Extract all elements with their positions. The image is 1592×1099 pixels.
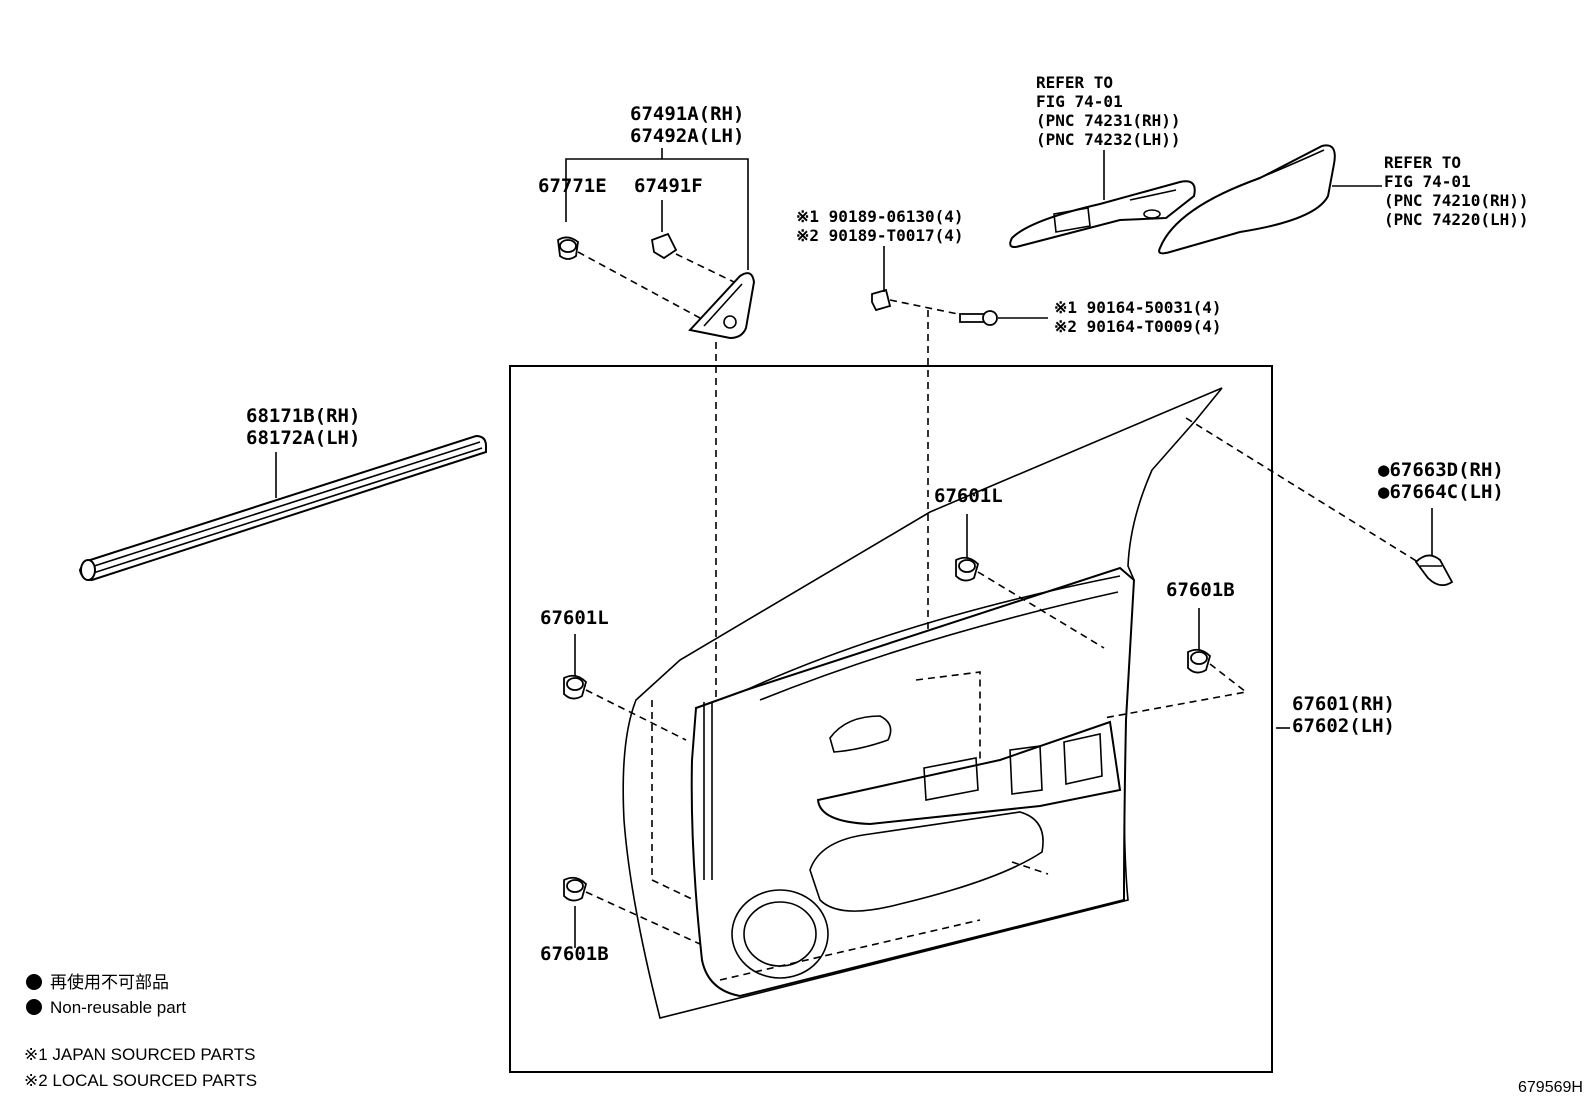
label-armrest-ref-1: REFER TO bbox=[1384, 153, 1461, 172]
label-switch-ref-3: (PNC 74231(RH)) bbox=[1036, 111, 1181, 130]
corner-cover-nonreusable[interactable] bbox=[1414, 554, 1454, 587]
label-armrest-ref-2: FIG 74-01 bbox=[1384, 172, 1471, 191]
clip-upper-center-path bbox=[977, 571, 1105, 649]
legend-local-sourced: ※2 LOCAL SOURCED PARTS bbox=[24, 1071, 257, 1090]
label-clip-lower-left: 67601B bbox=[540, 943, 609, 965]
door-trim-assembly-frame bbox=[509, 365, 1273, 1073]
front-door-trim-board[interactable] bbox=[622, 387, 1223, 1019]
screw[interactable] bbox=[959, 310, 998, 326]
legend-japan-sourced: ※1 JAPAN SOURCED PARTS bbox=[24, 1045, 256, 1064]
label-trim-board-lh: 67602(LH) bbox=[1292, 715, 1395, 737]
legend-nonreusable-dot-jp bbox=[26, 974, 42, 990]
label-clip-upper-left: 67601L bbox=[540, 607, 609, 629]
label-screw-1: ※1 90164-50031(4) bbox=[1054, 298, 1222, 317]
garnish-bracket-leader bbox=[565, 158, 749, 270]
door-upper-garnish[interactable] bbox=[688, 272, 756, 340]
trim-inner-hint-1 bbox=[651, 700, 695, 901]
label-garnish-clip: 67771E bbox=[538, 175, 607, 197]
label-upper-garnish-rh: 67491A(RH) bbox=[630, 103, 744, 125]
figure-code: 679569H bbox=[1518, 1079, 1583, 1096]
nut-to-screw-path bbox=[889, 299, 959, 315]
door-belt-weatherstrip[interactable] bbox=[78, 434, 487, 582]
clip-lower-left[interactable] bbox=[563, 876, 588, 902]
clip-right[interactable] bbox=[1187, 648, 1212, 674]
legend-nonreusable-en: Non-reusable part bbox=[50, 998, 186, 1017]
clip-lower-left-path bbox=[585, 891, 701, 945]
label-upper-garnish-lh: 67492A(LH) bbox=[630, 125, 744, 147]
garnish-clip-path bbox=[577, 251, 701, 319]
label-trim-board-rh: 67601(RH) bbox=[1292, 693, 1395, 715]
label-switch-ref-4: (PNC 74232(LH)) bbox=[1036, 130, 1181, 149]
label-clip-upper-center: 67601L bbox=[934, 485, 1003, 507]
screw-nut[interactable] bbox=[871, 288, 892, 312]
clip-upper-center[interactable] bbox=[955, 556, 980, 582]
armrest-base[interactable] bbox=[1158, 144, 1336, 255]
corner-cover-path bbox=[1185, 417, 1419, 563]
label-garnish-retainer: 67491F bbox=[634, 175, 703, 197]
clip-upper-left[interactable] bbox=[563, 674, 588, 700]
label-corner-cover-lh: ●67664C(LH) bbox=[1378, 481, 1504, 503]
legend-nonreusable-jp: 再使用不可部品 bbox=[50, 972, 169, 992]
label-weatherstrip-rh: 68171B(RH) bbox=[246, 405, 360, 427]
label-screw-2: ※2 90164-T0009(4) bbox=[1054, 317, 1222, 336]
label-corner-cover-rh: ●67663D(RH) bbox=[1378, 459, 1504, 481]
power-window-switch-base[interactable] bbox=[1009, 180, 1196, 248]
label-weatherstrip-lh: 68172A(LH) bbox=[246, 427, 360, 449]
label-armrest-ref-3: (PNC 74210(RH)) bbox=[1384, 191, 1529, 210]
garnish-clip-67771e[interactable] bbox=[557, 236, 579, 260]
label-screw-nut-1: ※1 90189-06130(4) bbox=[796, 207, 964, 226]
garnish-retainer-67491f[interactable] bbox=[650, 232, 678, 260]
label-switch-ref-1: REFER TO bbox=[1036, 73, 1113, 92]
legend-nonreusable-dot-en bbox=[26, 999, 42, 1015]
label-screw-nut-2: ※2 90189-T0017(4) bbox=[796, 226, 964, 245]
clip-upper-left-path bbox=[585, 689, 687, 741]
clip-right-path bbox=[1103, 663, 1248, 719]
label-armrest-ref-4: (PNC 74220(LH)) bbox=[1384, 210, 1529, 229]
garnish-retainer-path bbox=[675, 253, 735, 283]
trim-inner-hint-3 bbox=[719, 919, 981, 981]
label-switch-ref-2: FIG 74-01 bbox=[1036, 92, 1123, 111]
label-clip-right: 67601B bbox=[1166, 579, 1235, 601]
trim-inner-hint-2 bbox=[915, 671, 981, 760]
trim-inner-hint-4 bbox=[1011, 861, 1049, 875]
